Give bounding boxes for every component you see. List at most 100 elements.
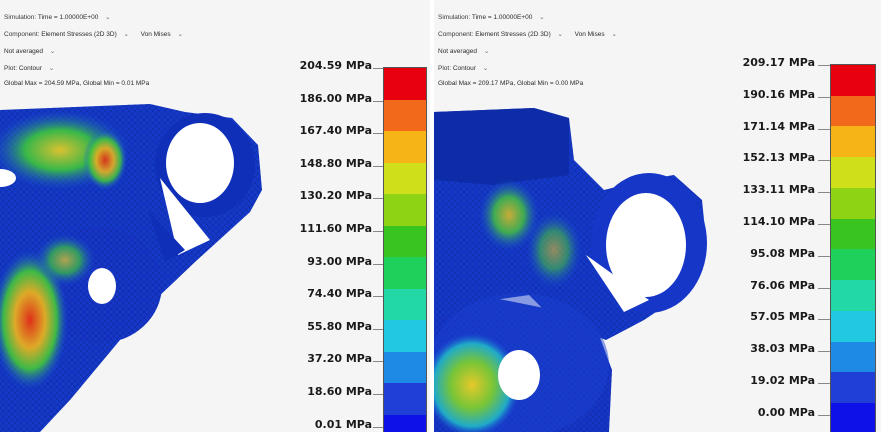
chevron-down-icon: ⌄	[48, 65, 55, 72]
right-legend-tick	[818, 65, 830, 66]
right-legend-label: 57.05 MPa	[750, 310, 815, 324]
left-legend-tick	[373, 361, 383, 363]
right-plot-label: Plot:	[438, 65, 452, 72]
right-legend-label: 76.06 MPa	[750, 278, 815, 292]
right-legend-band	[831, 310, 875, 343]
left-legend-label: 74.40 MPa	[307, 287, 372, 301]
left-legend-band	[384, 131, 426, 164]
left-legend-label: 130.20 MPa	[299, 189, 372, 203]
left-legend-tick	[373, 100, 383, 102]
right-component-value: Element Stresses (2D 3D)	[475, 31, 551, 38]
right-simulation-label: Simulation:	[438, 14, 471, 21]
left-legend-color-bar	[383, 67, 427, 432]
right-legend-tick	[818, 96, 830, 98]
left-legend-label: 37.20 MPa	[307, 352, 372, 366]
right-legend-label: 209.17 MPa	[742, 56, 815, 69]
left-results-viewport[interactable]: Simulation: Time = 1.00000E+00 ⌄ Compone…	[0, 0, 430, 432]
right-legend-label: 133.11 MPa	[742, 183, 815, 197]
left-plot-label: Plot:	[4, 65, 18, 72]
left-legend-label: 93.00 MPa	[307, 254, 372, 268]
left-component-label: Component:	[4, 31, 40, 38]
right-plot-type-selector[interactable]: Plot: Contour ⌄	[438, 64, 488, 72]
left-legend-band	[384, 351, 426, 384]
right-simulation-value: Time = 1.00000E+00	[471, 14, 533, 21]
right-plot-value: Contour	[452, 65, 476, 72]
right-legend-tick	[818, 351, 830, 353]
right-legend-tick	[818, 192, 830, 194]
left-legend-band	[384, 99, 426, 132]
left-legend-label: 186.00 MPa	[299, 91, 372, 105]
right-legend-band	[831, 372, 875, 404]
left-legend-tick	[373, 133, 383, 135]
right-legend-tick	[818, 224, 830, 225]
left-simulation-value: Time = 1.00000E+00	[37, 14, 99, 21]
chevron-down-icon: ⌄	[539, 14, 545, 21]
right-legend-label: 19.02 MPa	[750, 374, 815, 387]
left-legend-tick	[373, 68, 383, 69]
left-global-info: Global Max = 204.59 MPa, Global Min = 0.…	[4, 80, 149, 87]
chevron-down-icon: ⌄	[611, 31, 617, 38]
left-legend-band	[384, 320, 426, 353]
left-legend-label: 55.80 MPa	[307, 319, 372, 333]
right-legend-label: 190.16 MPa	[742, 87, 815, 101]
left-averaging-value: Not averaged	[4, 48, 44, 55]
left-legend-tick	[373, 394, 383, 395]
right-legend-band	[831, 157, 875, 189]
left-legend-tick	[373, 231, 383, 232]
left-legend-tick	[373, 426, 383, 428]
right-legend-band	[831, 218, 875, 250]
right-simulation-selector[interactable]: Simulation: Time = 1.00000E+00 ⌄	[438, 13, 545, 21]
left-legend-label: 167.40 MPa	[299, 124, 372, 138]
right-legend-label: 171.14 MPa	[742, 119, 815, 133]
right-results-viewport[interactable]: Simulation: Time = 1.00000E+00 ⌄ Compone…	[434, 0, 881, 432]
left-legend-tick	[373, 296, 383, 298]
right-legend-band	[831, 403, 875, 432]
chevron-down-icon: ⌄	[557, 31, 563, 38]
left-averaging-selector[interactable]: Not averaged ⌄	[4, 47, 55, 55]
chevron-down-icon: ⌄	[49, 48, 56, 55]
left-plot-type-selector[interactable]: Plot: Contour ⌄	[4, 64, 54, 72]
right-legend-band	[831, 280, 875, 312]
left-legend-band	[384, 288, 426, 321]
left-plot-value: Contour	[18, 65, 42, 72]
chevron-down-icon: ⌄	[123, 31, 129, 38]
left-legend-label: 111.60 MPa	[299, 222, 372, 235]
left-legend-band	[384, 225, 426, 258]
chevron-down-icon: ⌄	[483, 48, 490, 55]
left-component-sub-value: Von Mises	[140, 31, 171, 38]
right-averaging-selector[interactable]: Not averaged ⌄	[438, 47, 489, 55]
right-fea-model[interactable]	[434, 0, 881, 432]
right-plot-header: Simulation: Time = 1.00000E+00 ⌄ Compone…	[434, 0, 881, 120]
chevron-down-icon: ⌄	[177, 31, 183, 38]
left-legend-label: 18.60 MPa	[307, 385, 372, 398]
left-legend-label: 0.01 MPa	[314, 417, 372, 431]
right-legend-tick	[818, 255, 830, 257]
left-simulation-selector[interactable]: Simulation: Time = 1.00000E+00 ⌄	[4, 13, 111, 21]
right-legend-label: 38.03 MPa	[750, 342, 815, 356]
left-legend-label: 148.80 MPa	[299, 156, 372, 170]
right-legend-color-bar	[830, 64, 876, 432]
right-legend-label: 95.08 MPa	[750, 246, 815, 260]
right-legend-tick	[818, 128, 830, 130]
right-component-selector[interactable]: Component: Element Stresses (2D 3D) ⌄ Vo…	[438, 30, 617, 38]
left-simulation-label: Simulation:	[4, 14, 37, 21]
left-component-selector[interactable]: Component: Element Stresses (2D 3D) ⌄ Vo…	[4, 30, 183, 38]
right-legend-tick	[818, 383, 830, 384]
right-legend-tick	[818, 414, 830, 416]
left-global-info-text: Global Max = 204.59 MPa, Global Min = 0.…	[4, 80, 150, 87]
right-component-label: Component:	[438, 31, 474, 38]
left-legend-band	[384, 162, 426, 195]
left-legend-tick	[373, 198, 383, 200]
right-legend-band	[831, 341, 875, 373]
left-legend-band	[384, 194, 426, 227]
left-legend-tick	[373, 165, 383, 167]
right-averaging-value: Not averaged	[438, 48, 478, 55]
left-legend-band	[384, 383, 426, 416]
left-fea-model[interactable]	[0, 0, 430, 432]
right-legend-label: 0.00 MPa	[757, 405, 815, 419]
pane-divider	[430, 0, 434, 432]
right-global-info-text: Global Max = 209.17 MPa, Global Min = 0.…	[438, 80, 584, 87]
right-legend-band	[831, 126, 875, 158]
right-legend-tick	[818, 287, 830, 289]
